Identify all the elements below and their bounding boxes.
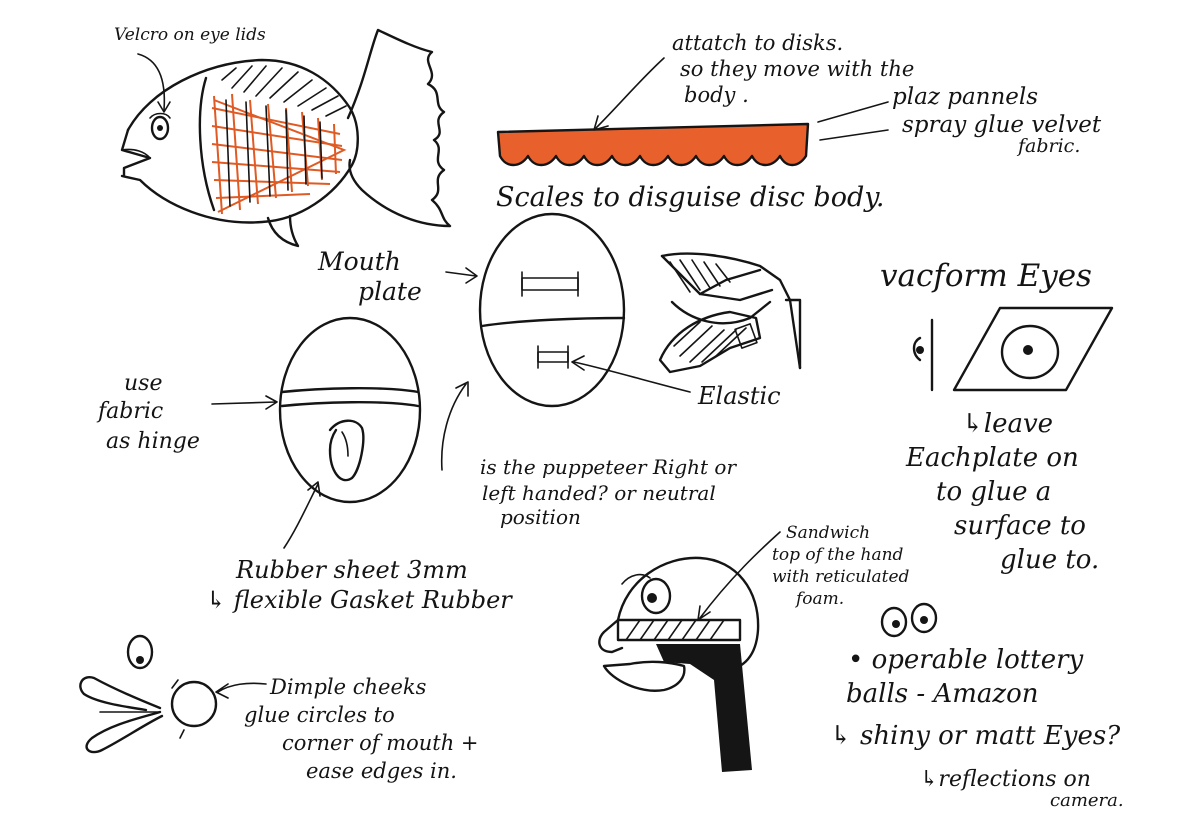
mouth-label-2: plate — [358, 277, 422, 306]
leave-note-5: glue to. — [1000, 545, 1099, 575]
lottery-note-5: camera. — [1050, 790, 1124, 811]
dimple-cheek-sketch — [79, 634, 267, 754]
plate-arrow — [440, 381, 469, 471]
puppeteer-note-2: left handed? or neutral — [482, 481, 716, 505]
mouth-label-1: Mouth — [317, 247, 401, 276]
velcro-note: Velcro on eye lids — [114, 25, 266, 45]
plaz-note-2: spray glue velvet — [902, 112, 1102, 138]
mouth-arrow — [445, 267, 478, 284]
leave-note-1: ↳leave — [962, 409, 1053, 439]
lottery-ball-eyes — [880, 602, 938, 638]
rubber-arrow — [283, 481, 321, 549]
leave-note-4: surface to — [954, 511, 1086, 541]
sandwich-note-4: foam. — [794, 589, 844, 609]
scales-caption: Scales to disguise disc body. — [496, 182, 885, 213]
sandwich-note-1: Sandwich — [786, 523, 870, 543]
scale-mesh — [211, 93, 347, 215]
mouth-plate-back — [478, 212, 626, 408]
sandwich-note-2: top of the hand — [772, 545, 904, 565]
puppet-head-sketch — [598, 531, 781, 772]
vacform-eye-diagram — [912, 306, 1114, 392]
dimple-note-1: Dimple cheeks — [269, 675, 427, 699]
rubber-note-2: ↳ flexible Gasket Rubber — [206, 586, 513, 614]
hand-sketch — [658, 252, 802, 374]
plaz-note-1: plaz pannels — [892, 84, 1038, 110]
fabric-note-2: fabric — [96, 399, 163, 424]
fabric-arrow — [211, 395, 278, 410]
attach-note-3: body . — [684, 83, 749, 107]
dimple-note-3: corner of mouth + — [282, 731, 479, 755]
elastic-label: Elastic — [697, 382, 781, 410]
mouth-plate-front — [278, 316, 422, 504]
lottery-note-1: • operable lottery — [848, 645, 1084, 675]
vacform-title: vacform Eyes — [880, 258, 1092, 294]
scales-strip — [496, 57, 889, 167]
fabric-note-3: as hinge — [106, 429, 200, 454]
fish-drawing — [120, 28, 452, 248]
attach-note-1: attatch to disks. — [672, 31, 843, 55]
attach-note-2: so they move with the — [680, 57, 914, 81]
plaz-note-3: fabric. — [1016, 135, 1080, 157]
sandwich-note-3: with reticulated — [772, 567, 910, 587]
puppeteer-note-1: is the puppeteer Right or — [480, 455, 737, 479]
lottery-note-3: ↳ shiny or matt Eyes? — [830, 721, 1121, 751]
lottery-note-4: ↳reflections on — [920, 767, 1091, 792]
rubber-note-1: Rubber sheet 3mm — [235, 556, 468, 584]
lottery-note-2: balls - Amazon — [846, 679, 1038, 709]
fabric-note-1: use — [124, 371, 162, 396]
dimple-note-2: glue circles to — [244, 703, 395, 727]
dimple-note-4: ease edges in. — [306, 759, 457, 783]
leave-note-2: Eachplate on — [905, 443, 1079, 473]
leave-note-3: to glue a — [936, 477, 1051, 507]
puppeteer-note-3: position — [500, 505, 581, 529]
elastic-arrow — [571, 355, 691, 393]
